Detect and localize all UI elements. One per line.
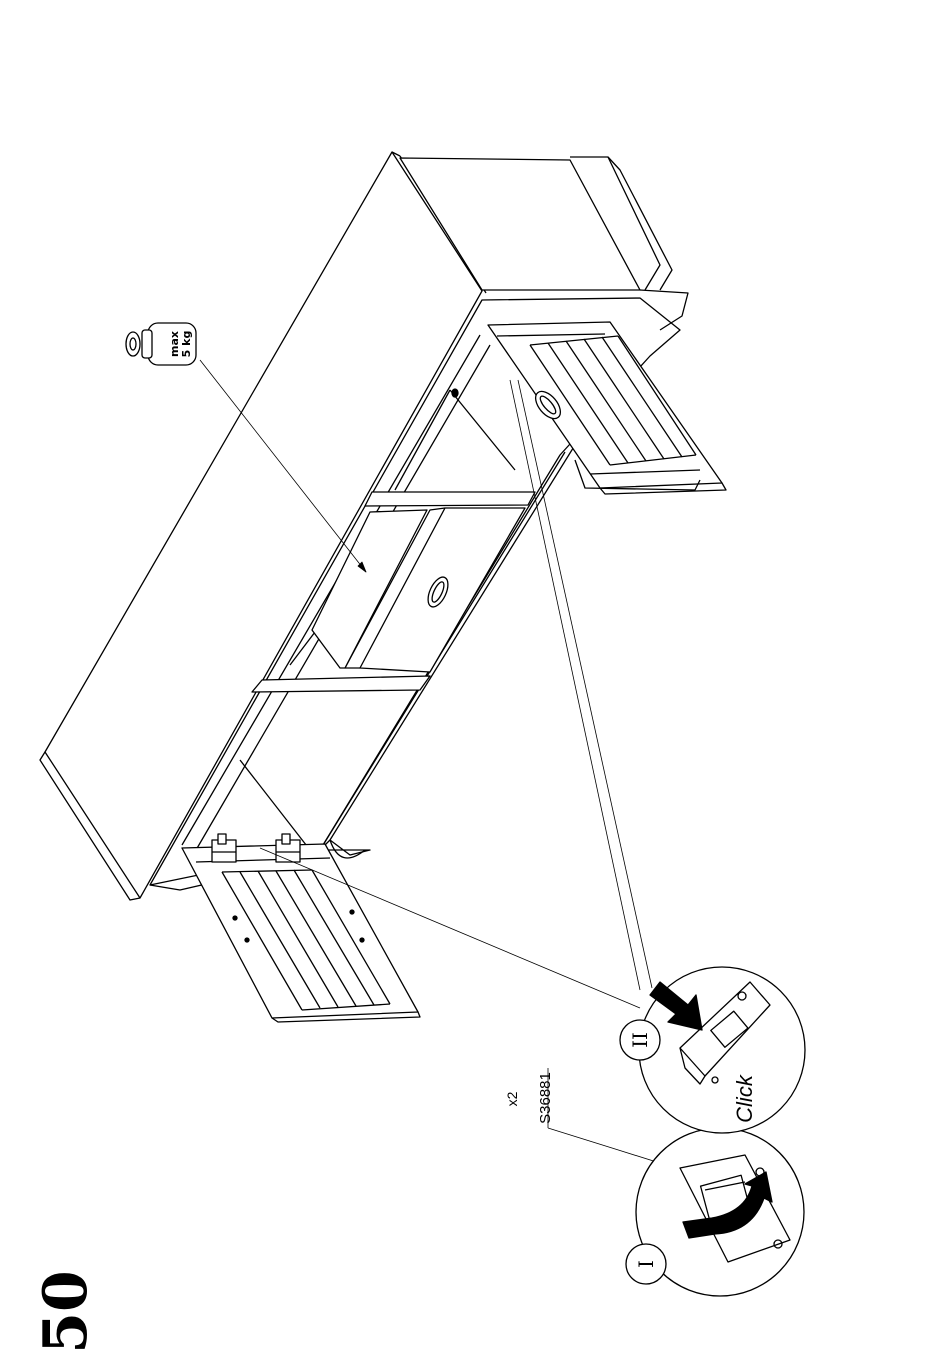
detail-circle-2: II (620, 967, 805, 1133)
weight-icon: max 5 kg (126, 323, 196, 365)
detail-step-1-label: I (634, 1260, 658, 1268)
part-quantity: x2 (504, 1084, 520, 1114)
left-door (182, 834, 420, 1022)
step-number: 50 (36, 1264, 96, 1360)
click-label: Click (732, 1056, 758, 1142)
part-code: S36881 (536, 1063, 556, 1133)
detail-circle-1: I (626, 1128, 804, 1296)
weight-value-text: 5 kg (180, 331, 193, 358)
detail-step-2-label: II (628, 1032, 652, 1048)
